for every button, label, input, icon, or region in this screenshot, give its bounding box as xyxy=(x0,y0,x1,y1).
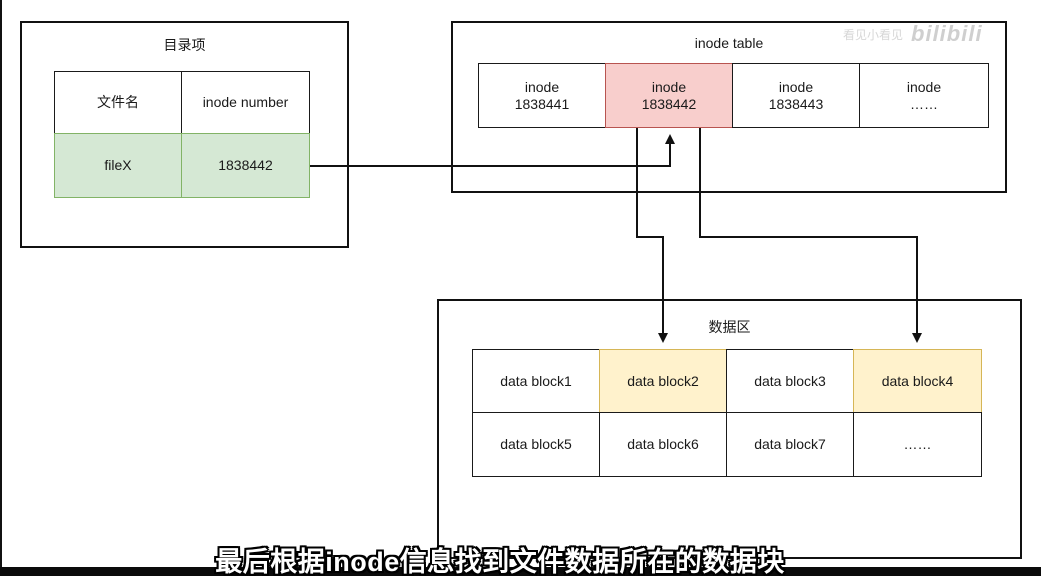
inode-cell-4-number: …… xyxy=(909,95,938,112)
inode-cell-2-label: inode xyxy=(651,78,687,95)
directory-row-inode-number: 1838442 xyxy=(181,133,310,198)
data-block-6: data block6 xyxy=(599,412,727,477)
bilibili-logo: bilibili xyxy=(911,21,983,46)
data-block-4-label: data block4 xyxy=(881,372,954,389)
data-block-3-label: data block3 xyxy=(754,372,826,389)
left-edge-line xyxy=(0,0,2,576)
data-block-more: …… xyxy=(853,412,982,477)
watermark-text: 看见小看见 xyxy=(843,27,904,42)
data-area-title: 数据区 xyxy=(708,319,751,335)
bottom-letterbox-bar xyxy=(0,567,1041,576)
data-block-5-label: data block5 xyxy=(500,436,572,452)
inode-cell-3-number: 1838443 xyxy=(768,95,824,112)
data-block-7-label: data block7 xyxy=(754,436,826,452)
directory-row-filename-value: fileX xyxy=(104,157,132,173)
inode-cell-1-number: 1838441 xyxy=(514,95,570,112)
inode-cell-3: inode 1838443 xyxy=(732,63,860,128)
inode-cell-3-label: inode xyxy=(778,78,814,95)
inode-cell-1-label: inode xyxy=(524,78,560,95)
arrow-inode-to-data-block2 xyxy=(636,128,668,343)
video-watermark: 看见小看见 bilibili xyxy=(843,20,1033,48)
arrow-inode-to-data-block4 xyxy=(699,128,922,343)
inode-cell-2-highlighted: inode 1838442 xyxy=(605,63,733,128)
data-block-2-highlighted: data block2 xyxy=(599,349,727,413)
directory-row-inode-number-value: 1838442 xyxy=(218,157,273,173)
data-block-6-label: data block6 xyxy=(627,436,699,452)
data-block-1-label: data block1 xyxy=(500,372,572,389)
inode-cell-4-label: inode xyxy=(906,78,942,95)
directory-header-inode-number: inode number xyxy=(181,71,310,134)
data-block-2-label: data block2 xyxy=(627,372,699,389)
directory-entry-title: 目录项 xyxy=(163,37,206,53)
inode-table-title: inode table xyxy=(694,35,764,51)
video-subtitle: 最后根据inode信息找到文件数据所在的数据块 xyxy=(215,547,785,577)
directory-header-filename-label: 文件名 xyxy=(97,94,139,110)
inode-cell-4: inode …… xyxy=(859,63,989,128)
data-block-more-label: …… xyxy=(903,436,932,452)
data-block-7: data block7 xyxy=(726,412,854,477)
data-block-5: data block5 xyxy=(472,412,600,477)
arrow-fileX-to-inode xyxy=(310,134,675,167)
inode-cell-1: inode 1838441 xyxy=(478,63,606,128)
inode-cell-2-number: 1838442 xyxy=(641,95,697,112)
directory-header-inode-number-label: inode number xyxy=(202,94,289,110)
